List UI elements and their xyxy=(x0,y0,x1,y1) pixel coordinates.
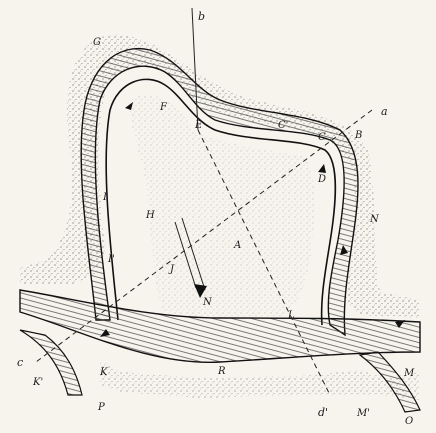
label-a-center: A xyxy=(233,240,241,251)
label-f: F xyxy=(159,102,168,113)
label-m-prime: M' xyxy=(356,408,370,419)
label-b-upper: B xyxy=(354,130,362,141)
label-c: C xyxy=(318,132,326,143)
label-d: D xyxy=(317,174,326,185)
label-o: O xyxy=(405,416,413,427)
label-k-prime: K' xyxy=(32,377,43,388)
label-j: J xyxy=(168,264,175,275)
label-g: G xyxy=(93,37,101,48)
label-e: E xyxy=(194,120,203,131)
label-a: a xyxy=(381,105,388,118)
label-d-prime: d' xyxy=(318,406,328,419)
label-n-right: N xyxy=(369,214,380,225)
label-r: R xyxy=(217,366,226,377)
label-h: H xyxy=(145,210,155,221)
label-c-lower: c xyxy=(17,356,23,369)
label-l: L xyxy=(287,310,295,321)
label-n-center: N xyxy=(202,297,213,308)
label-b: b xyxy=(198,10,205,23)
label-p: P xyxy=(97,402,105,413)
label-c-prime: C' xyxy=(278,120,288,131)
label-i-prime: I' xyxy=(107,254,115,265)
label-k: K xyxy=(99,367,108,378)
label-m: M xyxy=(403,368,415,379)
